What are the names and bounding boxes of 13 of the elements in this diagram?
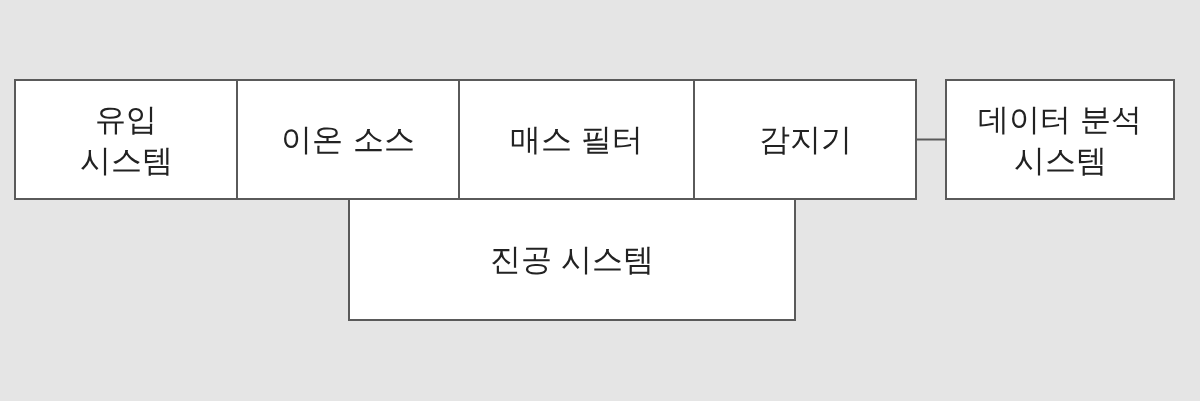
process-box [693, 79, 917, 200]
box-label: 이온 소스 [281, 120, 415, 160]
box-label: 감지기 [758, 120, 852, 160]
process-box [945, 79, 1175, 200]
box-label: 매스 필터 [509, 120, 644, 160]
process-box [236, 79, 460, 200]
box-label: 진공 시스템 [489, 240, 655, 280]
process-box [458, 79, 695, 200]
process-box [348, 198, 796, 321]
connector-line [916, 138, 946, 141]
process-box [14, 79, 238, 200]
box-label: 데이터 분석 시스템 [976, 100, 1144, 180]
box-label: 유입 시스템 [78, 100, 174, 180]
